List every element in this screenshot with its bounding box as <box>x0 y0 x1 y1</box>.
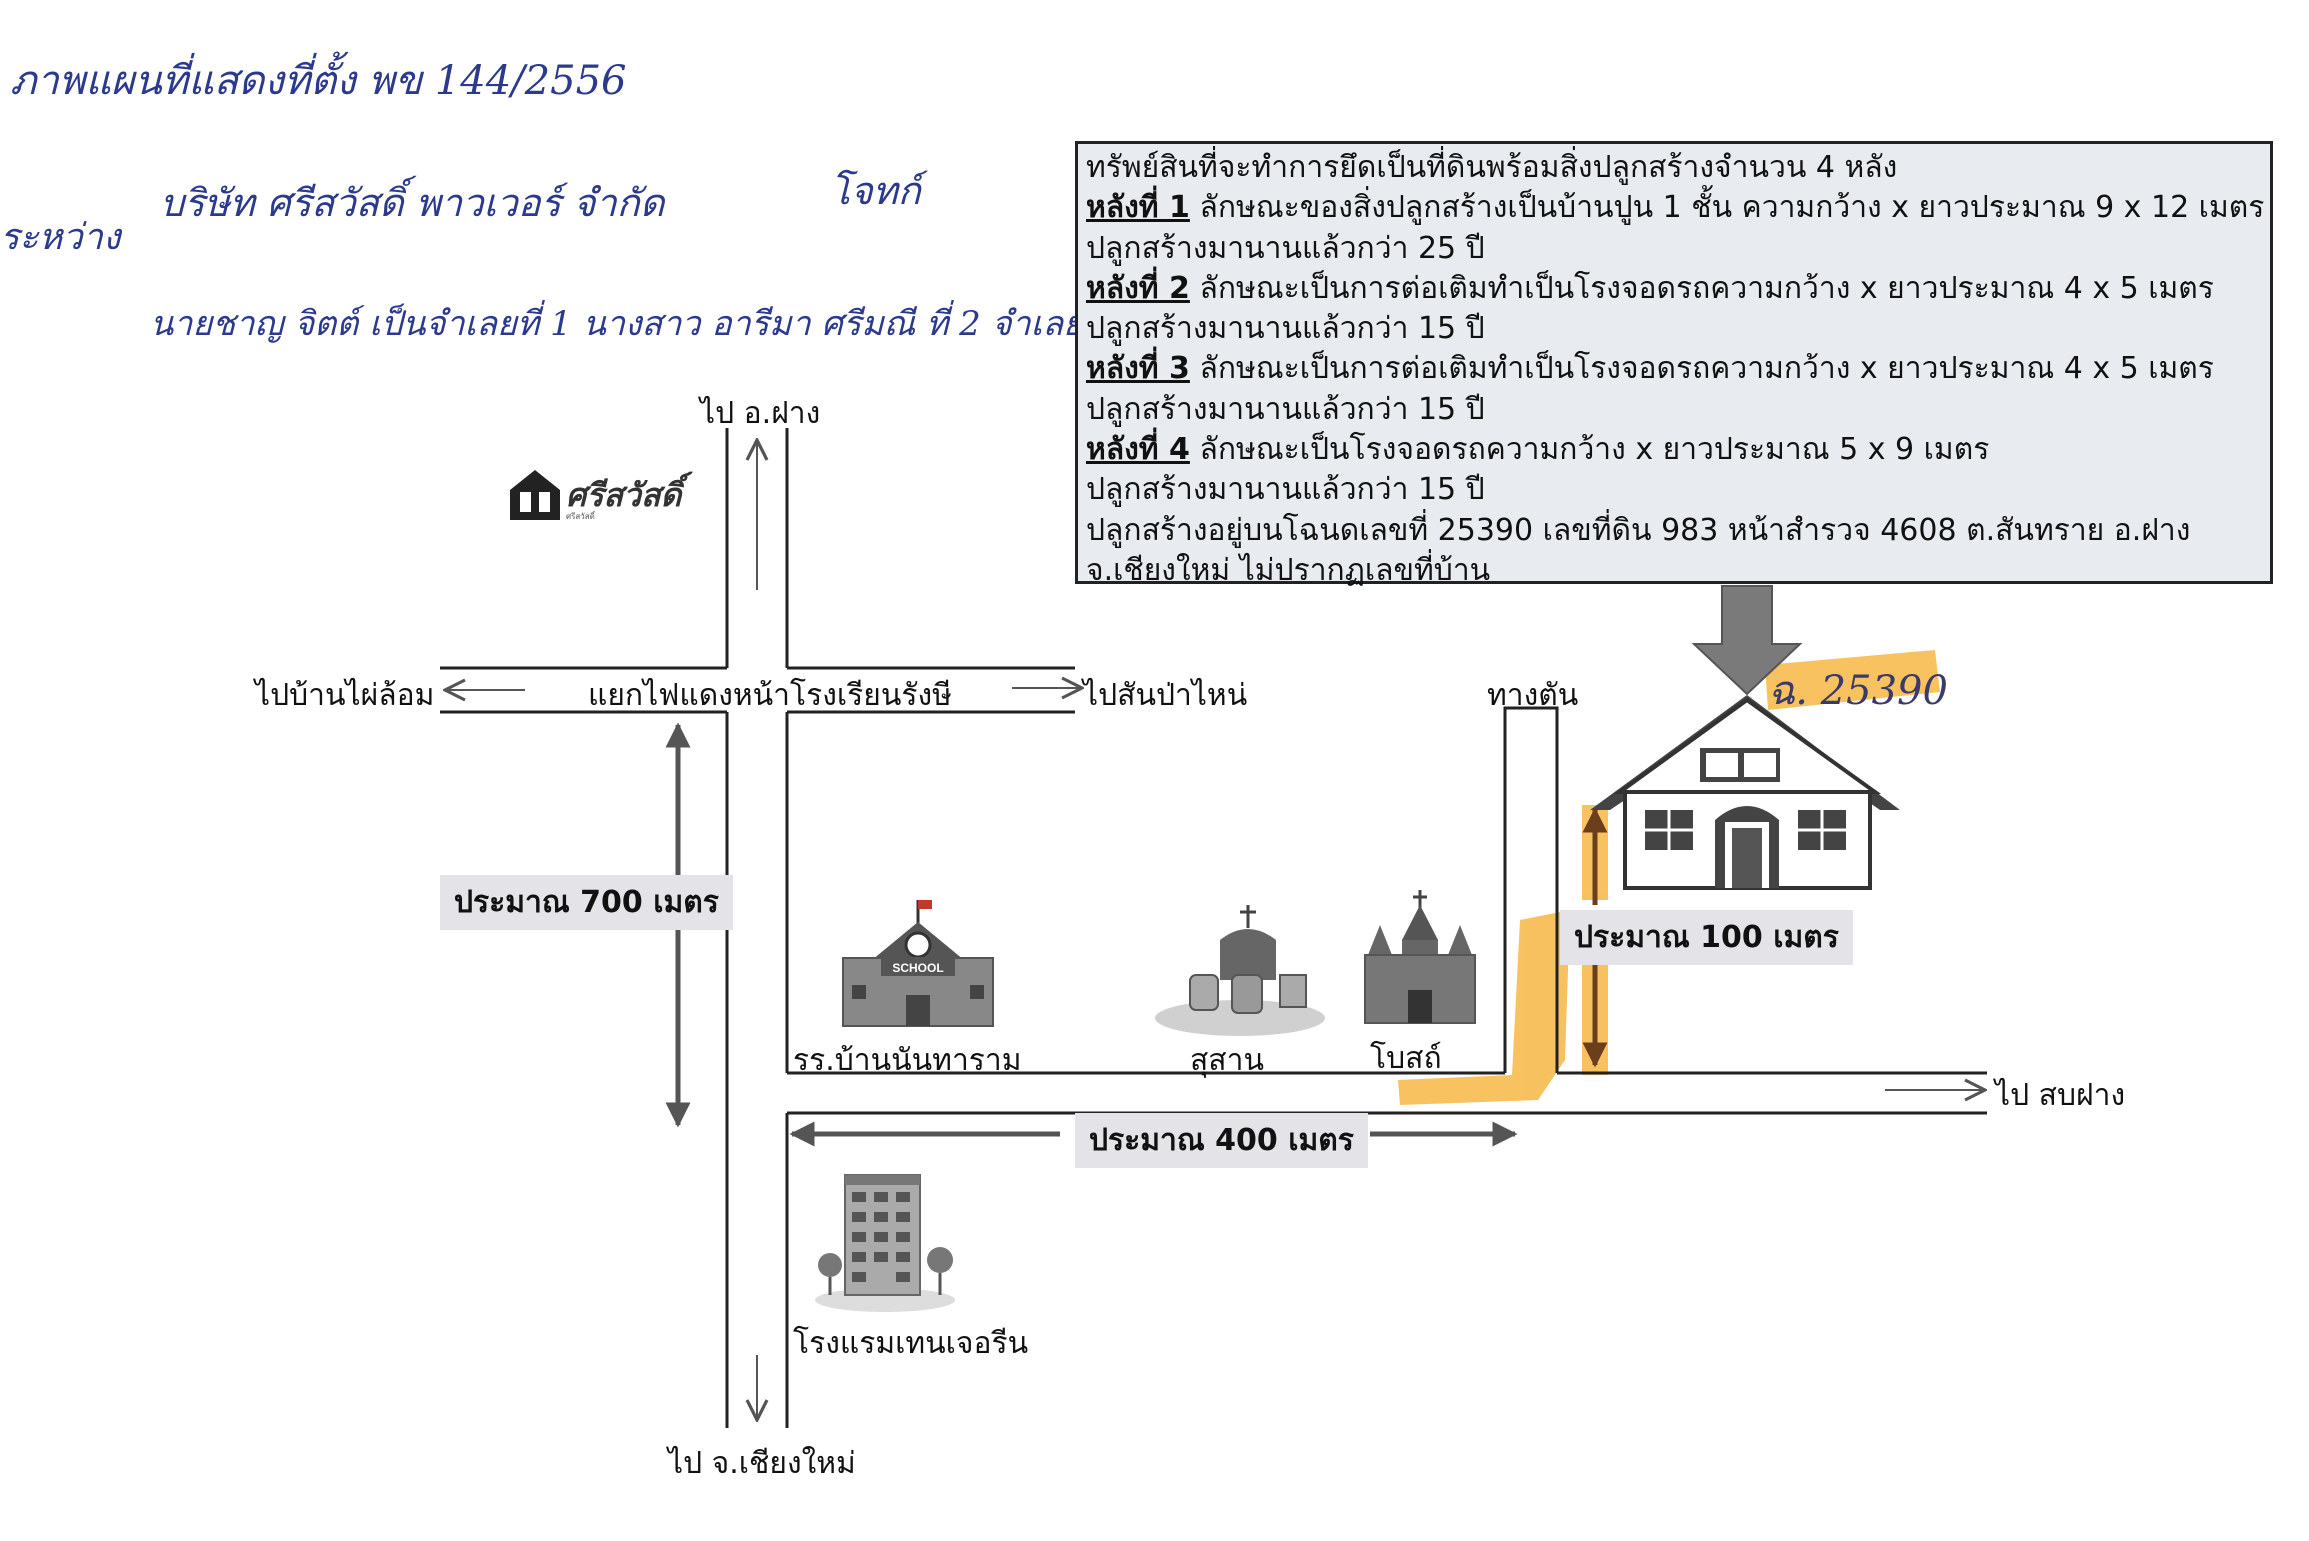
direction-arrows <box>445 440 1985 1420</box>
house-4-desc: ลักษณะเป็นโรงจอดรถความกว้าง x ยาวประมาณ … <box>1189 432 1990 468</box>
label-to-san-pa-nai: ไปสันป่าไหน่ <box>1083 678 1248 713</box>
label-intersection: แยกไฟแดงหน้าโรงเรียนรังษี <box>588 678 952 713</box>
handwritten-deed-number: ฉ. 25390 <box>1768 668 1948 714</box>
handwritten-defendants: นายชาญ จิตต์ เป็นจำเลยที่ 1 นางสาว อารีม… <box>150 304 1084 344</box>
handwritten-plaintiff-role: โจทก์ <box>830 169 921 213</box>
info-line-province: จ.เชียงใหม่ ไม่ปรากฏเลขที่บ้าน <box>1086 552 1491 588</box>
label-to-chiang-mai: ไป จ.เชียงใหม่ <box>668 1446 856 1481</box>
label-church: โบสถ์ <box>1370 1041 1442 1076</box>
school-sign-text: SCHOOL <box>892 961 943 975</box>
property-info-box: ทรัพย์สินที่จะทำการยึดเป็นที่ดินพร้อมสิ่… <box>1075 141 2273 588</box>
handwritten-between-label: ระหว่าง <box>0 217 121 258</box>
hotel-icon <box>815 1174 955 1312</box>
info-line-house-2: หลังที่ 2 ลักษณะเป็นการต่อเติมทำเป็นโรงจ… <box>1086 269 2262 309</box>
label-school: รร.บ้านนันทาราม <box>793 1043 1022 1078</box>
pointer-arrow <box>1691 585 1803 696</box>
school-icon: SCHOOL <box>842 900 994 1027</box>
church-icon <box>1364 890 1476 1024</box>
roads <box>440 428 1987 1428</box>
highlighter-marks <box>1398 650 1940 1105</box>
label-hotel: โรงแรมเทนเจอรีน <box>793 1326 1029 1361</box>
handwritten-title: ภาพแผนที่แสดงที่ตั้ง พข 144/2556 <box>10 58 627 104</box>
dead-end-road <box>1503 706 1559 1073</box>
handwritten-plaintiff-company: บริษัท ศรีสวัสดิ์ พาวเวอร์ จำกัด <box>160 181 665 225</box>
house-3-desc: ลักษณะเป็นการต่อเติมทำเป็นโรงจอดรถความกว… <box>1189 351 2214 387</box>
logo-mark <box>510 470 560 520</box>
info-line-house-1-age: ปลูกสร้างมานานแล้วกว่า 25 ปี <box>1086 230 1485 266</box>
house-1-desc: ลักษณะของสิ่งปลูกสร้างเป็นบ้านปูน 1 ชั้น… <box>1189 190 2265 226</box>
info-line-summary: ทรัพย์สินที่จะทำการยึดเป็นที่ดินพร้อมสิ่… <box>1086 150 1898 185</box>
info-line-house-4: หลังที่ 4 ลักษณะเป็นโรงจอดรถความกว้าง x … <box>1086 430 2262 470</box>
distance-badge-100: ประมาณ 100 เมตร <box>1560 910 1853 965</box>
info-line-house-3: หลังที่ 3 ลักษณะเป็นการต่อเติมทำเป็นโรงจ… <box>1086 349 2262 389</box>
info-line-house-2-age: ปลูกสร้างมานานแล้วกว่า 15 ปี <box>1086 311 1485 347</box>
info-line-house-4-age: ปลูกสร้างมานานแล้วกว่า 15 ปี <box>1086 472 1485 508</box>
label-to-phai-lom: ไปบ้านไผ่ล้อม <box>255 678 435 713</box>
label-to-sob-fang: ไป สบฝาง <box>1995 1078 2126 1113</box>
distance-badge-400: ประมาณ 400 เมตร <box>1075 1113 1368 1168</box>
house-1-label: หลังที่ 1 <box>1086 190 1190 226</box>
highlight-deed-number <box>1765 650 1940 710</box>
house-3-label: หลังที่ 3 <box>1086 351 1190 387</box>
info-line-house-3-age: ปลูกสร้างมานานแล้วกว่า 15 ปี <box>1086 391 1485 427</box>
house-4-label: หลังที่ 4 <box>1086 432 1190 468</box>
info-line-deed: ปลูกสร้างอยู่บนโฉนดเลขที่ 25390 เลขที่ดิ… <box>1086 512 2191 548</box>
house-icon <box>1590 695 1900 890</box>
distance-badge-700: ประมาณ 700 เมตร <box>440 875 733 930</box>
info-line-house-1: หลังที่ 1 ลักษณะของสิ่งปลูกสร้างเป็นบ้าน… <box>1086 188 2265 228</box>
cemetery-icon <box>1155 905 1325 1036</box>
house-2-desc: ลักษณะเป็นการต่อเติมทำเป็นโรงจอดรถความกว… <box>1189 270 2214 306</box>
logo-text: ศรีสวัสดิ์ <box>566 476 682 514</box>
logo-subtext: ศรีสวัสดิ์ <box>566 512 595 521</box>
highlight-dead-end-road <box>1398 910 1570 1105</box>
label-cemetery: สุสาน <box>1190 1043 1264 1078</box>
label-dead-end: ทางตัน <box>1487 678 1579 713</box>
house-2-label: หลังที่ 2 <box>1086 270 1190 306</box>
label-to-fang: ไป อ.ฝาง <box>700 396 821 431</box>
